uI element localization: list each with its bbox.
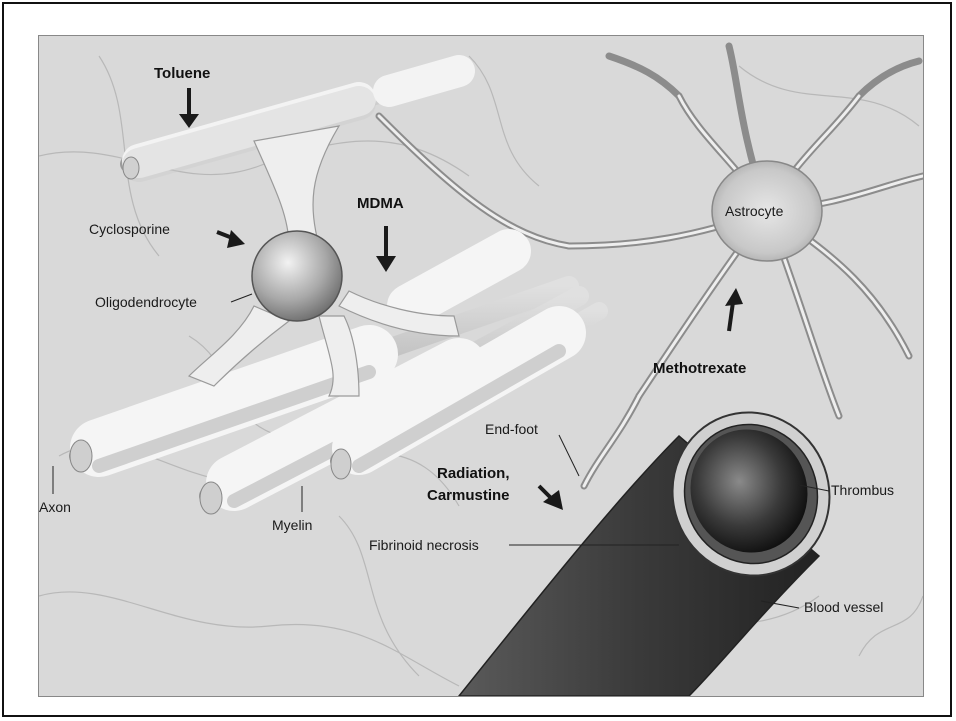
mdma-label: MDMA	[357, 195, 404, 212]
toluene-label: Toluene	[154, 65, 210, 82]
fibrinoid-necrosis-label: Fibrinoid necrosis	[369, 537, 479, 553]
radiation-label: Radiation,	[437, 465, 510, 482]
neural-tissue-illustration: Toluene Cyclosporine Oligodendrocyte MDM…	[39, 36, 923, 696]
oligodendrocyte-label: Oligodendrocyte	[95, 294, 197, 310]
myelin-label: Myelin	[272, 517, 312, 533]
end-foot-label: End-foot	[485, 421, 538, 437]
cyclosporine-label: Cyclosporine	[89, 221, 170, 237]
illustration-panel: Toluene Cyclosporine Oligodendrocyte MDM…	[38, 35, 924, 697]
carmustine-label: Carmustine	[427, 487, 510, 504]
thrombus-label: Thrombus	[831, 482, 894, 498]
axon-label: Axon	[39, 499, 71, 515]
oligodendrocyte-body	[252, 231, 342, 321]
methotrexate-arrow	[725, 288, 743, 331]
blood-vessel-label: Blood vessel	[804, 599, 883, 615]
astrocyte-label: Astrocyte	[725, 203, 784, 219]
mdma-arrow	[376, 226, 396, 272]
cyclosporine-arrow	[217, 230, 245, 248]
radiation-arrow	[539, 486, 563, 510]
toluene-arrow	[179, 88, 199, 128]
methotrexate-label: Methotrexate	[653, 360, 746, 377]
